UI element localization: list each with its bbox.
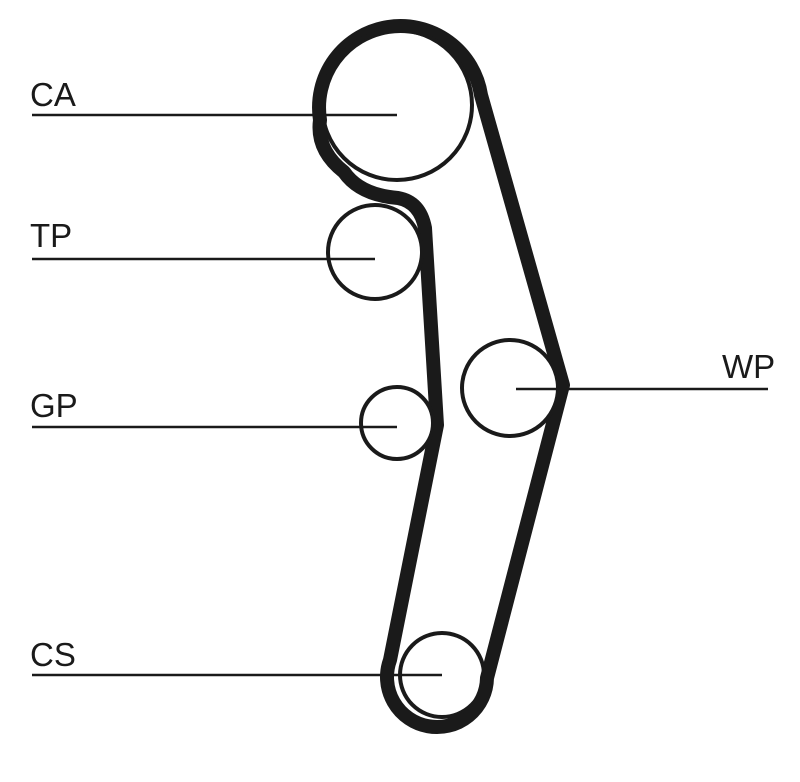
water-pump-label: WP	[722, 348, 775, 385]
guide-label: GP	[30, 387, 78, 424]
timing-belt	[312, 19, 570, 734]
crankshaft-label: CS	[30, 636, 76, 673]
camshaft-label: CA	[30, 76, 76, 113]
camshaft-pulley	[320, 28, 474, 182]
tensioner-label: TP	[30, 217, 72, 254]
tensioner-pulley	[326, 203, 424, 301]
guide-pulley	[359, 385, 435, 461]
